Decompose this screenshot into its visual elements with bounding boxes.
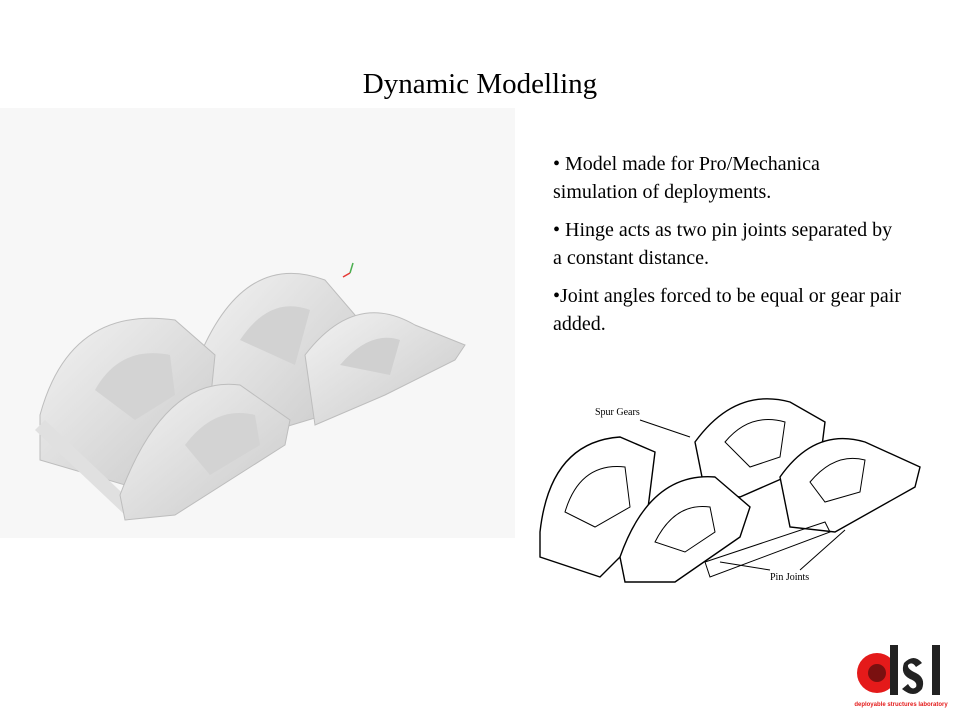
pin-joints-label: Pin Joints <box>770 572 809 583</box>
bullet-item-2: • Hinge acts as two pin joints separated… <box>553 219 893 269</box>
hinge-3d-render <box>35 262 466 521</box>
logo-l-letter <box>932 645 940 695</box>
rear-right-arch <box>304 312 466 426</box>
dsl-logo <box>857 645 940 695</box>
logo-d-stem <box>890 645 898 695</box>
spur-gears-leader <box>639 419 691 438</box>
pin-joints-leader-1 <box>719 561 771 571</box>
bullet-list: • Model made for Pro/Mechanica simulatio… <box>553 150 903 348</box>
spur-gear-diagram: Spur Gears Pin Joints <box>539 398 921 583</box>
logo-caption: deployable structures laboratory <box>854 702 948 708</box>
logo-s-letter <box>902 658 924 694</box>
front-right-arch <box>119 383 291 521</box>
front-left-arch <box>35 317 216 515</box>
axis-marker <box>342 262 354 278</box>
spur-gears-label: Spur Gears <box>595 407 640 418</box>
pin-joints-leader-2 <box>799 529 846 571</box>
bullet-item-3: •Joint angles forced to be equal or gear… <box>553 285 901 335</box>
slide-title: Dynamic Modelling <box>362 68 598 100</box>
logo-inner-circle <box>868 664 886 682</box>
bullet-item-1: • Model made for Pro/Mechanica simulatio… <box>553 153 820 203</box>
